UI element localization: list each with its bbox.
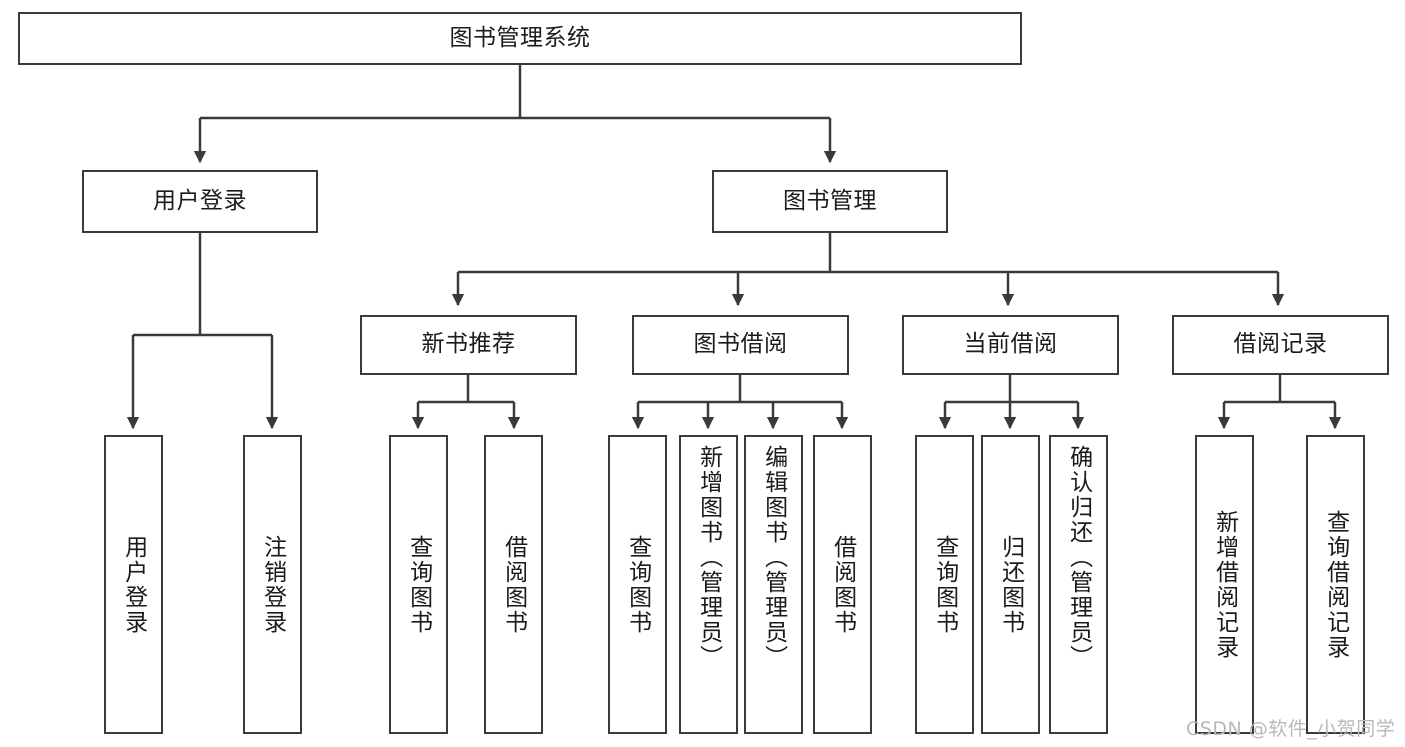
node-label: 编辑图书（管理员） — [760, 445, 787, 670]
node-root-book-management-system[interactable]: 图书管理系统 — [18, 12, 1022, 65]
node-book-borrow[interactable]: 图书借阅 — [632, 315, 849, 375]
node-label: 用户登录 — [120, 534, 147, 635]
leaf-book-borrow-add-book-admin[interactable]: 新增图书（管理员） — [679, 435, 738, 734]
node-new-book-recommend[interactable]: 新书推荐 — [360, 315, 577, 375]
node-label: 图书管理 — [783, 187, 877, 214]
node-label: 图书管理系统 — [449, 24, 591, 51]
leaf-new-book-query-book[interactable]: 查询图书 — [389, 435, 448, 734]
node-label: 查询图书 — [405, 534, 432, 635]
node-label: 借阅图书 — [500, 534, 527, 635]
node-borrow-record[interactable]: 借阅记录 — [1172, 315, 1389, 375]
leaf-borrow-record-add-record[interactable]: 新增借阅记录 — [1195, 435, 1254, 734]
node-label: 归还图书 — [997, 534, 1024, 635]
leaf-current-borrow-query-book[interactable]: 查询图书 — [915, 435, 974, 734]
node-label: 借阅记录 — [1233, 331, 1328, 358]
leaf-new-book-borrow-book[interactable]: 借阅图书 — [484, 435, 543, 734]
node-user-login[interactable]: 用户登录 — [82, 170, 318, 233]
node-label: 查询图书 — [931, 534, 958, 635]
leaf-book-borrow-borrow-book[interactable]: 借阅图书 — [813, 435, 872, 734]
csdn-watermark: CSDN @软件_小贺同学 — [1186, 718, 1396, 740]
node-label: 新增借阅记录 — [1211, 509, 1238, 660]
node-label: 当前借阅 — [963, 331, 1058, 358]
leaf-user-login-login[interactable]: 用户登录 — [104, 435, 163, 734]
leaf-book-borrow-query-book[interactable]: 查询图书 — [608, 435, 667, 734]
leaf-user-login-logout[interactable]: 注销登录 — [243, 435, 302, 734]
node-label: 查询图书 — [624, 534, 651, 635]
node-book-management[interactable]: 图书管理 — [712, 170, 948, 233]
node-label: 查询借阅记录 — [1322, 509, 1349, 660]
node-label: 用户登录 — [153, 187, 247, 214]
node-label: 确认归还（管理员） — [1065, 445, 1092, 670]
node-label: 新增图书（管理员） — [695, 445, 722, 670]
leaf-current-borrow-confirm-return-admin[interactable]: 确认归还（管理员） — [1049, 435, 1108, 734]
node-current-borrow[interactable]: 当前借阅 — [902, 315, 1119, 375]
node-label: 新书推荐 — [421, 331, 516, 358]
leaf-current-borrow-return-book[interactable]: 归还图书 — [981, 435, 1040, 734]
node-label: 注销登录 — [259, 534, 286, 635]
node-label: 借阅图书 — [829, 534, 856, 635]
leaf-book-borrow-edit-book-admin[interactable]: 编辑图书（管理员） — [744, 435, 803, 734]
leaf-borrow-record-query-record[interactable]: 查询借阅记录 — [1306, 435, 1365, 734]
node-label: 图书借阅 — [693, 331, 788, 358]
